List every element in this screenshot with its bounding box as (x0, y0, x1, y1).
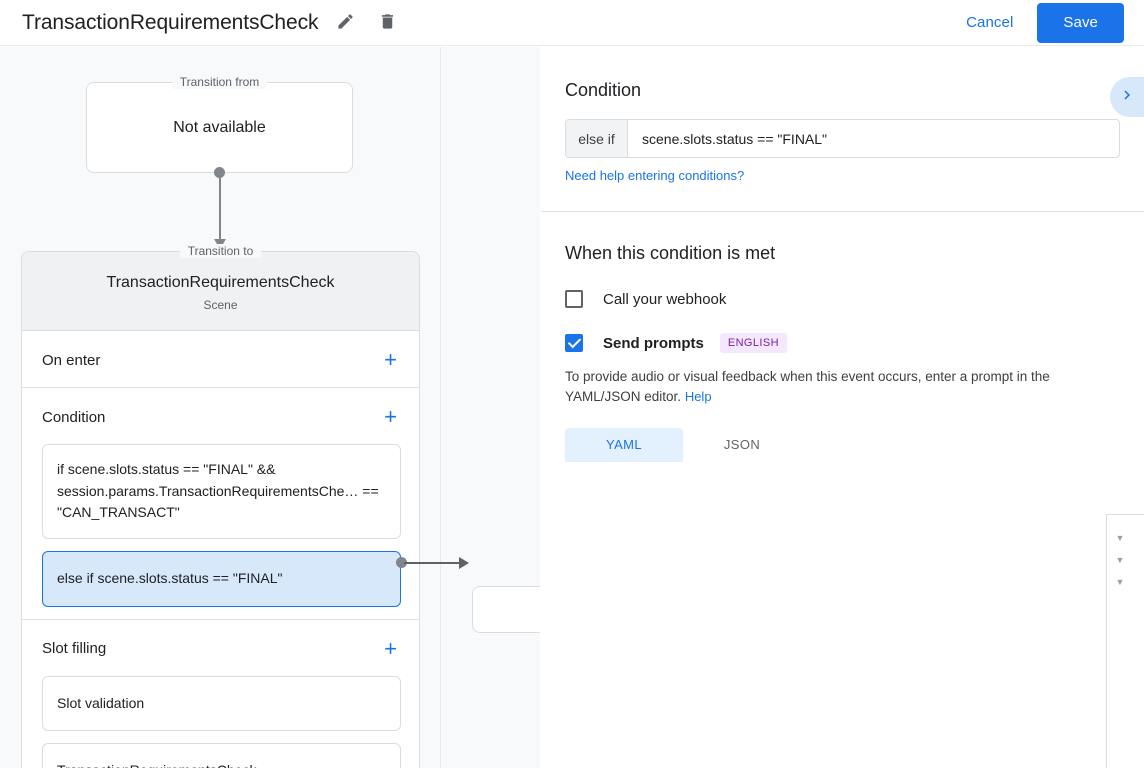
add-condition-button[interactable]: + (384, 404, 397, 429)
edit-name-button[interactable] (330, 8, 360, 38)
chevron-right-icon (1118, 86, 1136, 109)
line-number: 1 (1134, 527, 1144, 549)
flow-canvas[interactable]: Transition from Not available Transition… (0, 47, 540, 768)
transition-from-value: Not available (173, 118, 266, 136)
section-header-on-enter: On enter + (22, 331, 419, 387)
section-slot-filling: Slot filling + Slot validation Transacti… (22, 620, 419, 768)
prompts-helper-sentence: To provide audio or visual feedback when… (565, 369, 1050, 405)
add-slot-filling-button[interactable]: + (384, 635, 397, 661)
line-number: 4 (1134, 593, 1144, 615)
section-condition: Condition + if scene.slots.status == "FI… (22, 388, 419, 620)
section-header-condition: Condition + (22, 388, 419, 444)
condition-item-selected[interactable]: else if scene.slots.status == "FINAL" (42, 551, 401, 607)
transition-from-card[interactable]: Transition from Not available (86, 75, 353, 173)
send-prompts-row[interactable]: Send prompts ENGLISH (565, 333, 1120, 353)
slot-filling-item[interactable]: TransactionRequirementsCheck (42, 743, 401, 768)
fold-toggle-icon[interactable]: ▼ (1115, 577, 1125, 587)
detail-panel: Condition else if Need help entering con… (541, 47, 1144, 768)
webhook-checkbox-row[interactable]: Call your webhook (565, 290, 1120, 308)
send-prompts-label: Send prompts (603, 334, 704, 352)
when-condition-met-block: When this condition is met Call your web… (541, 212, 1144, 462)
condition-item[interactable]: if scene.slots.status == "FINAL" && sess… (42, 444, 401, 540)
condition-field-row[interactable]: else if (565, 119, 1120, 158)
fold-spacer (1107, 615, 1133, 637)
condition-heading: Condition (565, 80, 642, 100)
editor-line-numbers: 12345 (1134, 515, 1144, 768)
connector-start-dot (214, 167, 225, 178)
scene-name: TransactionRequirementsCheck (106, 274, 335, 291)
trash-icon (378, 12, 397, 34)
cancel-button[interactable]: Cancel (952, 6, 1027, 39)
tab-json[interactable]: JSON (723, 437, 761, 452)
condition-operator-label: else if (566, 120, 628, 157)
prompts-help-link[interactable]: Help (684, 389, 712, 405)
scene-header: TransactionRequirementsCheck Scene (22, 252, 419, 331)
transition-to-legend: Transition to (179, 244, 262, 258)
section-title-condition: Condition (42, 408, 106, 426)
slot-filling-item[interactable]: Slot validation (42, 675, 401, 732)
transition-to-card[interactable]: Transition to TransactionRequirementsChe… (21, 244, 420, 768)
line-number: 5 (1134, 615, 1144, 637)
scene-type: Scene (203, 298, 238, 312)
when-met-heading: When this condition is met (565, 243, 776, 263)
fold-toggle-icon[interactable]: ▼ (1115, 533, 1125, 543)
fold-spacer (1107, 593, 1133, 615)
panel-divider (541, 211, 1144, 212)
section-title-slot-filling: Slot filling (42, 640, 107, 658)
fold-toggle-icon[interactable]: ▼ (1115, 555, 1125, 565)
condition-expression-input[interactable] (628, 120, 1119, 157)
section-header-slot-filling: Slot filling + (22, 620, 419, 676)
canvas-gridline (440, 47, 441, 768)
prompts-helper-text: To provide audio or visual feedback when… (565, 367, 1120, 408)
pencil-icon (336, 12, 355, 34)
section-title-on-enter: On enter (42, 351, 101, 369)
tab-yaml[interactable]: YAML (565, 427, 683, 462)
page-title: TransactionRequirementsCheck (22, 10, 319, 34)
connector-right-arrow (459, 556, 469, 569)
language-badge: ENGLISH (719, 333, 787, 353)
condition-help-link[interactable]: Need help entering conditions? (565, 168, 745, 183)
connector-vertical-line (218, 173, 221, 243)
prompt-code-editor[interactable]: ▼▼▼ 12345 candidates: - first_simple: va… (1106, 514, 1144, 768)
line-number: 2 (1134, 549, 1144, 571)
save-button[interactable]: Save (1037, 2, 1124, 43)
editor-fold-gutter[interactable]: ▼ ▼ ▼ (1107, 515, 1134, 768)
condition-block: Condition else if Need help entering con… (541, 47, 1144, 211)
section-on-enter: On enter + (22, 331, 419, 388)
transition-target-card[interactable] (472, 586, 540, 633)
send-prompts-checkbox[interactable] (565, 334, 583, 352)
editor-format-tabs: YAML JSON (565, 427, 1120, 462)
connector-horizontal-line (404, 561, 461, 564)
webhook-label: Call your webhook (603, 290, 727, 308)
line-number: 3 (1134, 571, 1144, 593)
delete-button[interactable] (372, 8, 402, 38)
webhook-checkbox[interactable] (565, 290, 583, 308)
transition-from-legend: Transition from (171, 75, 268, 89)
app-header: TransactionRequirementsCheck Cancel Save (0, 0, 1144, 46)
panel-collapse-button[interactable] (1110, 77, 1144, 117)
add-on-enter-button[interactable]: + (384, 347, 397, 372)
connector-branch-dot (396, 557, 407, 568)
